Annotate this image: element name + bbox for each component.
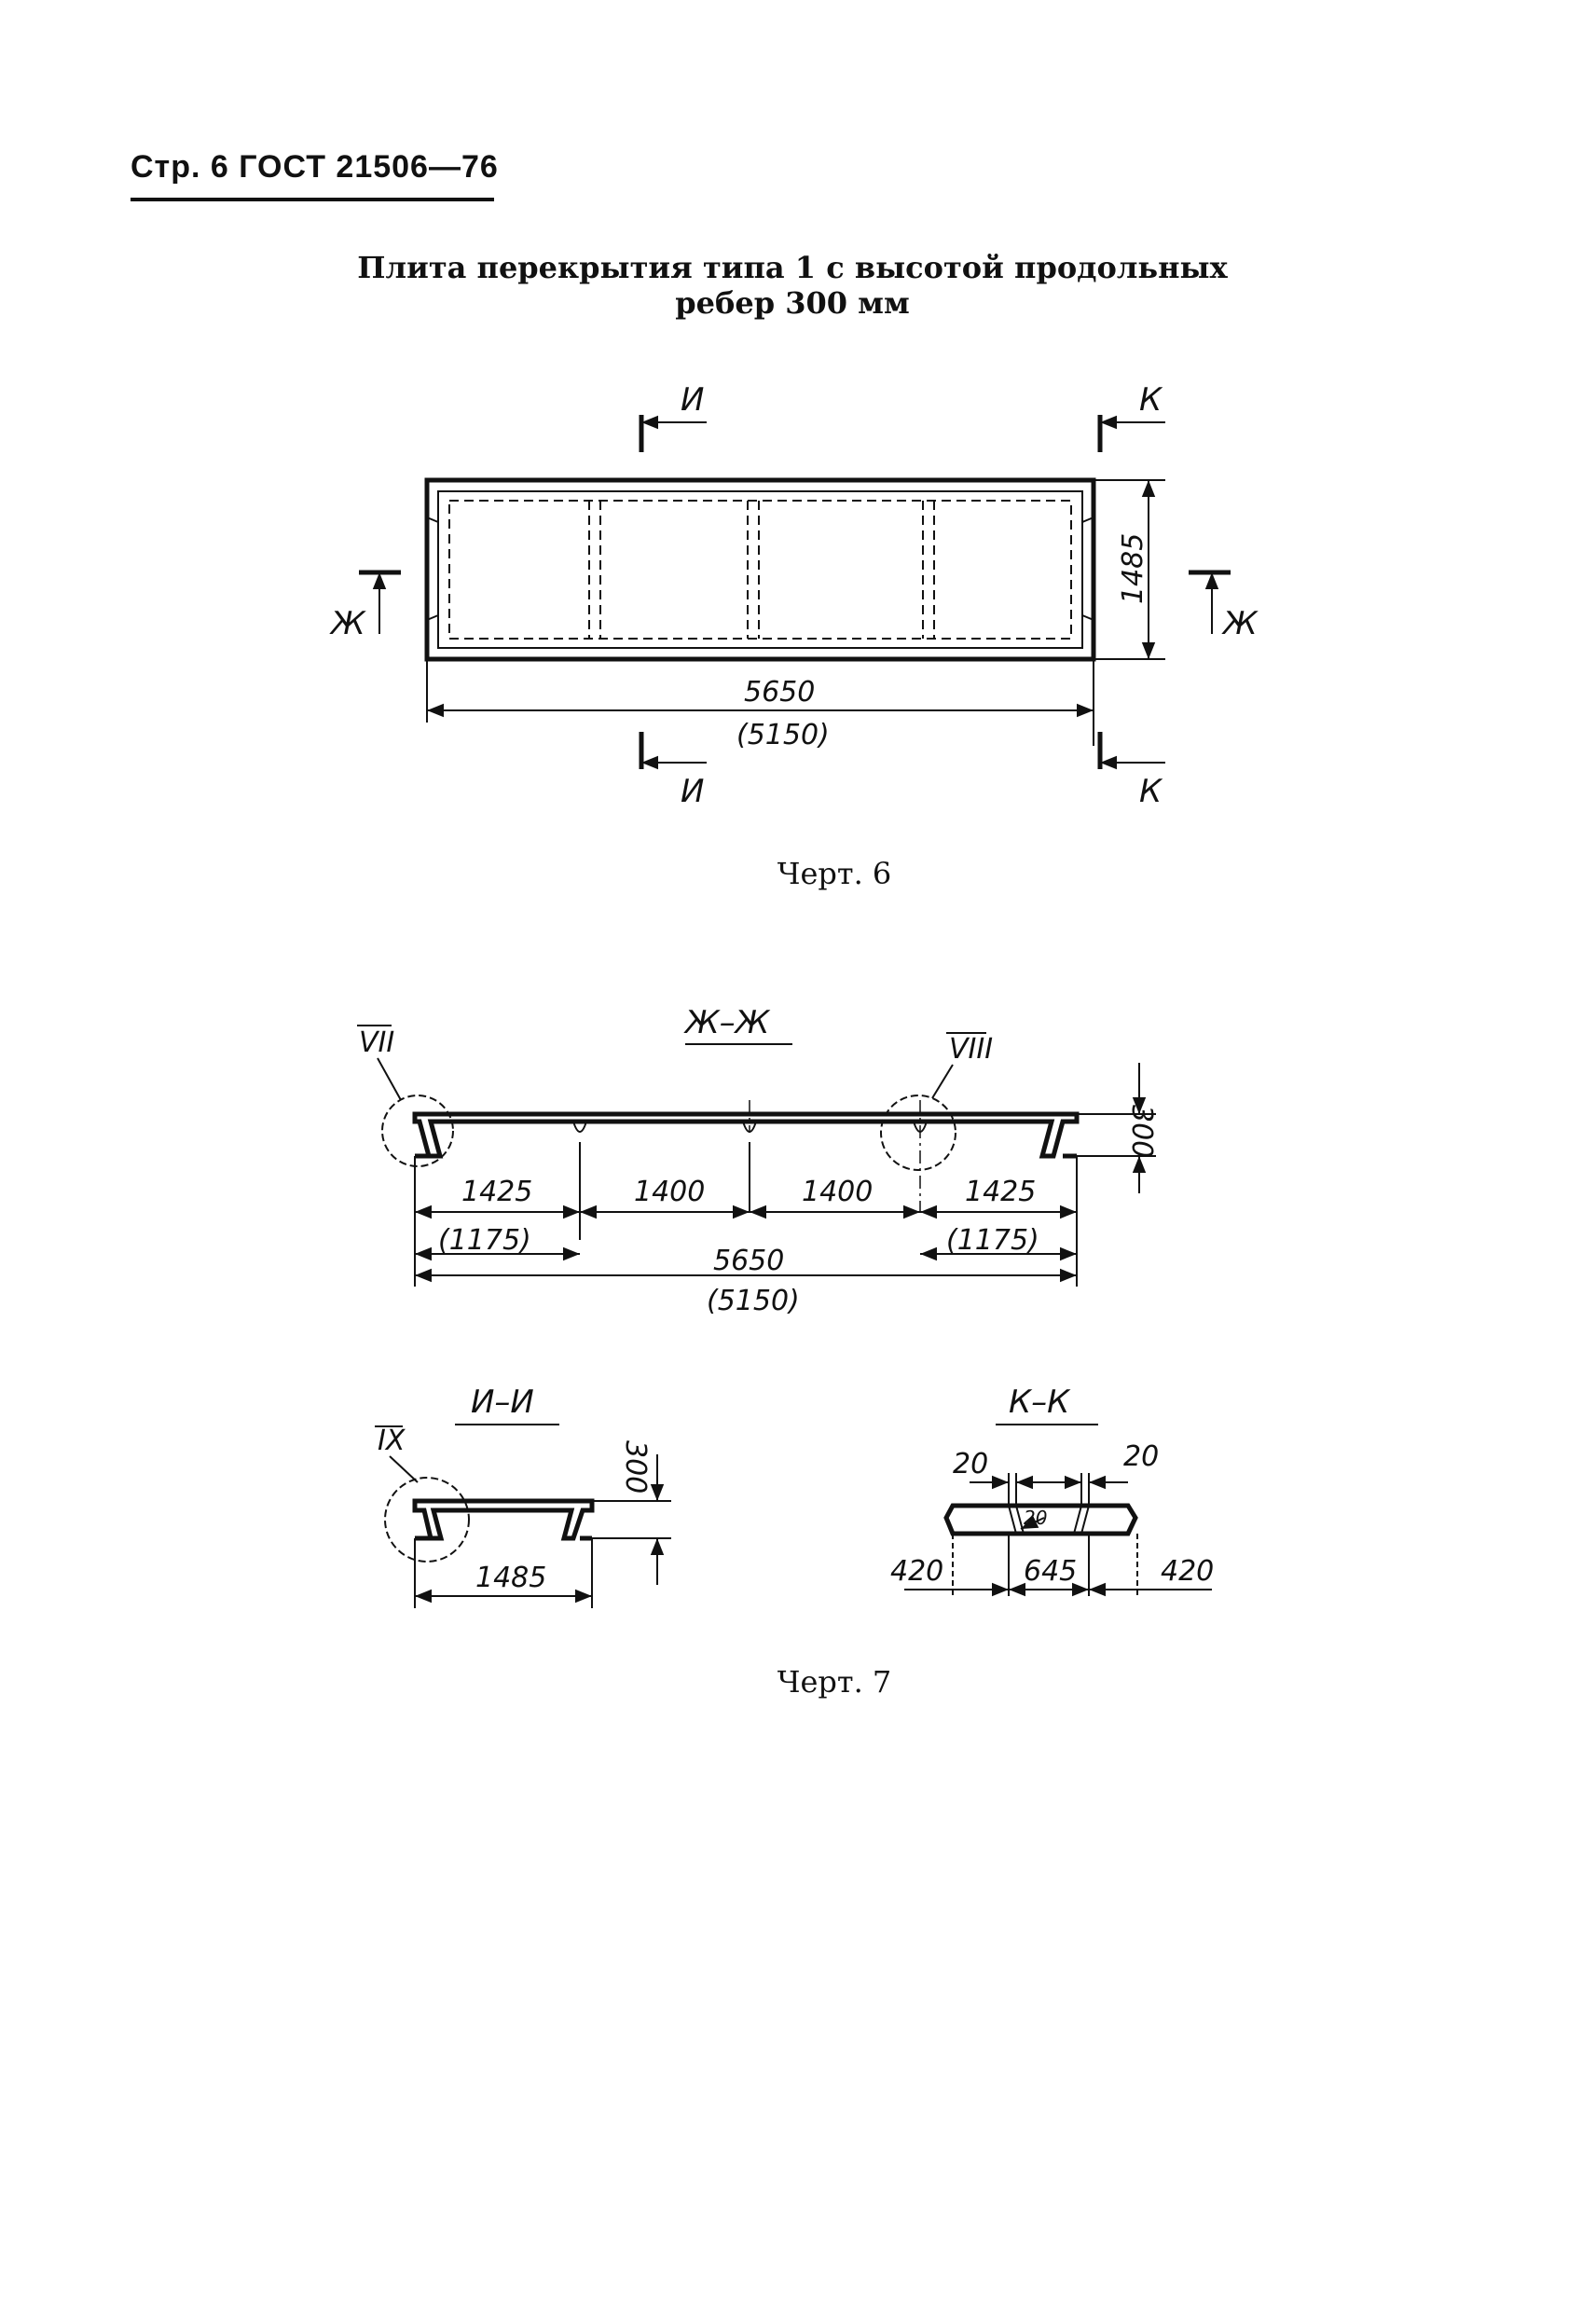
slab-rib-hidden-line	[448, 500, 1072, 640]
title-line-2: ребер 300 мм	[675, 285, 910, 321]
section-label-k-top: К	[1139, 381, 1163, 419]
left-end-notch	[426, 516, 439, 621]
section-mark-i-bottom: И	[639, 732, 707, 810]
slab-outline	[424, 477, 1096, 662]
k-left-text: 420	[890, 1555, 943, 1588]
k-left-top-text: 20	[953, 1448, 988, 1480]
section-k-k: К–К 20 20 20 420 645 420	[890, 1384, 1214, 1597]
title-line-1: Плита перекрытия типа 1 с высотой продол…	[357, 250, 1228, 285]
slab-inner-outline	[437, 490, 1083, 649]
i-height-text: 300	[619, 1440, 652, 1494]
zh-slab-profile	[412, 1111, 1080, 1159]
fig6-plan-view: И К И К Ж Ж	[329, 381, 1259, 810]
zh-total-text: 5650	[713, 1245, 784, 1277]
callout-viii-label: VIII	[949, 1033, 993, 1066]
section-i-i: И–И IX 300 1485	[375, 1384, 671, 1608]
callout-vii-label: VII	[359, 1026, 394, 1059]
dim-width-1485: 1485	[1094, 479, 1165, 660]
zh-height-text: 300	[1125, 1105, 1158, 1158]
section-i-title: И–И	[471, 1384, 534, 1421]
drawing-title: Плита перекрытия типа 1 с высотой продол…	[280, 250, 1305, 321]
header-rule	[131, 198, 494, 201]
callout-circle-vii	[381, 1095, 454, 1167]
callout-ix-label: IX	[378, 1425, 406, 1457]
section-mark-k-bottom: К	[1097, 732, 1165, 810]
caption-fig6: Черт. 6	[777, 856, 892, 891]
k-right-text: 420	[1161, 1555, 1214, 1588]
zh-seg4-alt-text: (1175)	[946, 1224, 1039, 1257]
section-mark-i-top: И	[639, 381, 707, 452]
section-label-k-bottom: К	[1139, 773, 1163, 810]
zh-seg1-text: 1425	[461, 1176, 532, 1208]
callout-circle-ix	[384, 1477, 470, 1563]
page-header: Стр. 6 ГОСТ 21506—76	[131, 149, 499, 185]
k-slab-profile	[943, 1503, 1138, 1536]
dim-length-text: 5650	[744, 676, 815, 709]
right-end-notch	[1081, 516, 1094, 621]
i-width-text: 1485	[475, 1562, 546, 1594]
section-label-i-top: И	[681, 381, 704, 419]
callout-circle-viii	[880, 1095, 956, 1171]
zh-rib-1	[572, 1121, 587, 1133]
caption-fig7: Черт. 7	[777, 1664, 892, 1700]
section-label-zh-right: Ж	[1221, 605, 1259, 642]
zh-seg2-text: 1400	[634, 1176, 705, 1208]
section-mark-zh-right: Ж	[1189, 570, 1259, 642]
section-label-i-bottom: И	[681, 773, 704, 810]
zh-total-alt-text: (5150)	[707, 1285, 800, 1317]
dim-width-text: 1485	[1117, 533, 1149, 604]
k-right-top-text: 20	[1123, 1440, 1159, 1473]
section-zh-zh: Ж–Ж VII VIII 300	[357, 1004, 1158, 1317]
dim-length-alt-text: (5150)	[736, 719, 830, 751]
section-k-title: К–К	[1009, 1384, 1071, 1421]
section-mark-zh-left: Ж	[329, 570, 401, 642]
section-mark-k-top: К	[1097, 381, 1165, 452]
i-slab-profile	[412, 1498, 595, 1541]
section-label-zh-left: Ж	[329, 605, 366, 642]
transverse-ribs	[588, 501, 935, 639]
section-zh-title: Ж–Ж	[683, 1004, 771, 1041]
k-center-text: 645	[1024, 1555, 1077, 1588]
dim-length-5650: 5650 (5150)	[426, 659, 1094, 751]
zh-seg1-alt-text: (1175)	[438, 1224, 531, 1257]
zh-seg4-text: 1425	[965, 1176, 1036, 1208]
zh-seg3-text: 1400	[802, 1176, 873, 1208]
